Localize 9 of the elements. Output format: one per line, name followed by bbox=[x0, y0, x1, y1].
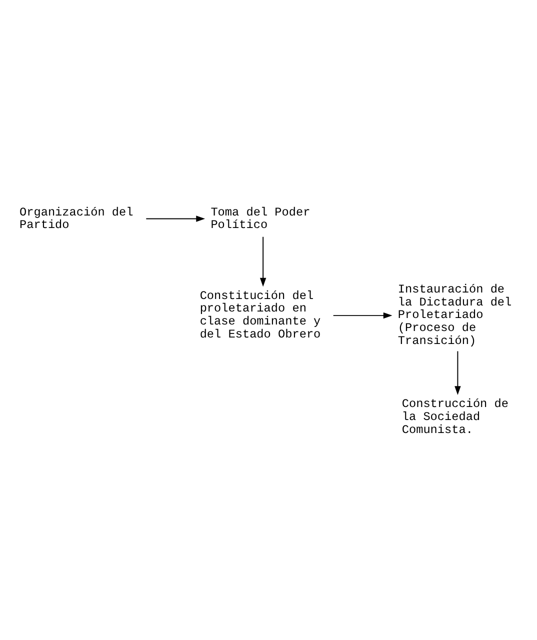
node-text: Instauración de la Dictadura del Proletariado (Proceso de Transición) bbox=[398, 282, 512, 348]
arrow bbox=[332, 312, 392, 318]
node-text: Constitución del proletariado en clase dominante y del Estado Obrero bbox=[200, 288, 321, 341]
node-text: Toma del Poder Político bbox=[210, 204, 310, 232]
arrow bbox=[454, 350, 461, 394]
arrow bbox=[260, 236, 266, 286]
node-text: Organización del Partido bbox=[20, 204, 134, 232]
node-text: Construcción de la Sociedad Comunista. bbox=[402, 396, 509, 436]
arrow bbox=[146, 215, 206, 222]
